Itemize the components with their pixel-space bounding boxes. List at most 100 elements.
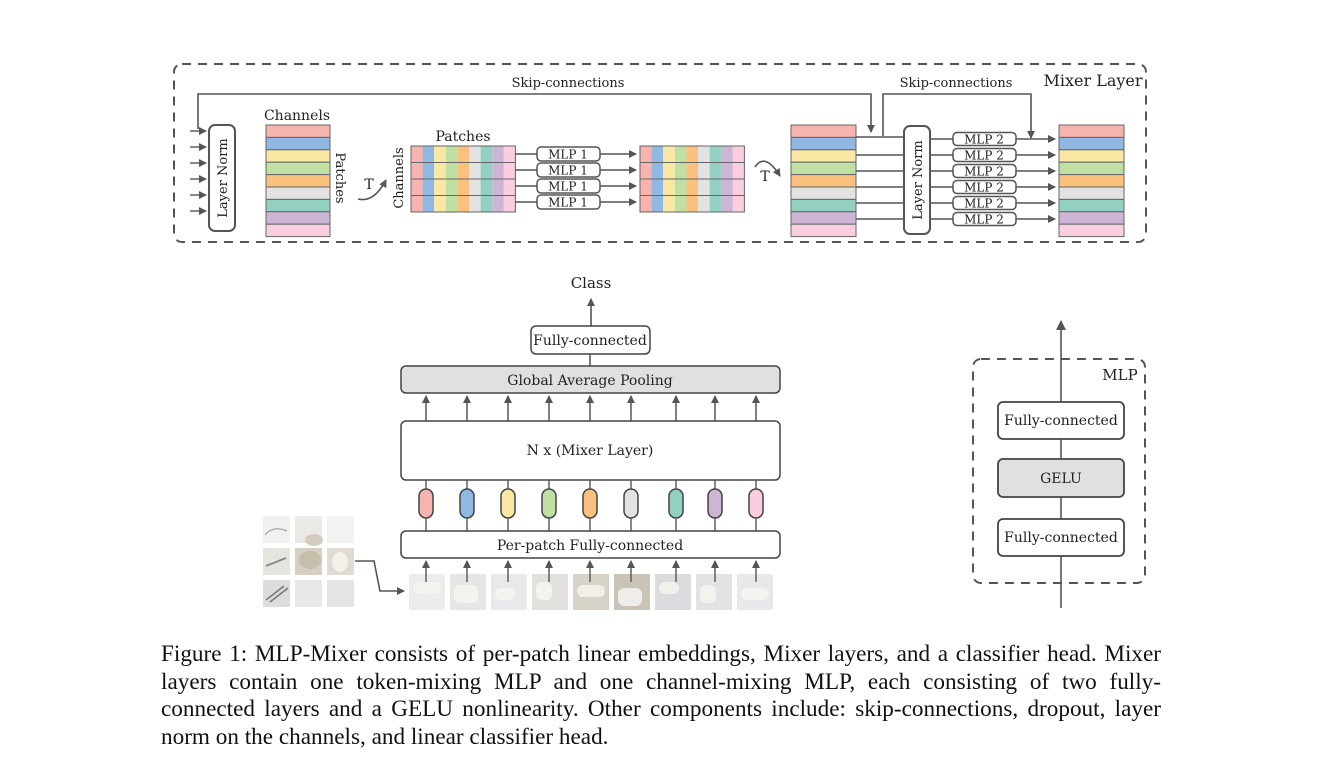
flattened-patch-content	[413, 582, 441, 594]
channels-label-rotated: Channels	[392, 147, 407, 208]
token-embedding	[500, 488, 516, 519]
table5-row	[1058, 186, 1125, 200]
input-arrows	[190, 127, 207, 215]
mlp-gelu-label: GELU	[1040, 471, 1082, 487]
global-average-pooling	[400, 365, 781, 394]
mixer-to-gap-arrows	[422, 395, 760, 421]
token-embedding	[623, 488, 639, 519]
channels-table-2	[790, 124, 857, 238]
table4-row	[790, 186, 857, 200]
channels-table-1	[265, 124, 331, 238]
flattened-patch-content	[741, 588, 769, 600]
flattened-patch-content	[454, 585, 478, 603]
table5-row	[1058, 174, 1125, 188]
mlp-title: MLP	[1102, 366, 1137, 384]
skip-connection-2-line	[882, 93, 1035, 139]
transpose-1-label: T	[364, 177, 374, 193]
per-patch-fully-connected	[400, 530, 781, 559]
figure-caption: Figure 1: MLP-Mixer consists of per-patc…	[161, 641, 1161, 750]
image-patch-1	[263, 516, 290, 543]
transpose-1-arrow	[357, 179, 387, 201]
token-embedding	[707, 488, 723, 519]
table5-row	[1058, 124, 1125, 138]
token-embeddings	[418, 480, 764, 531]
mlp-fc-top	[997, 401, 1125, 440]
mlp-block-diagram: MLP Fully-connected GELU Fully-connected	[972, 320, 1146, 608]
table1-row	[265, 174, 331, 188]
flattened-patch-content	[495, 588, 515, 600]
table4-row	[790, 211, 857, 225]
patches-label: Patches	[435, 129, 490, 145]
mlp1-label: MLP 1	[548, 196, 588, 210]
token-embedding	[668, 488, 684, 519]
table4-row	[790, 174, 857, 188]
flattened-patch-content	[577, 585, 605, 597]
table2-row-border	[410, 195, 516, 213]
layer-norm-2-inputs	[856, 136, 904, 220]
flattened-patch-content	[700, 585, 716, 603]
patches-table-1	[410, 145, 516, 213]
table5-row	[1058, 223, 1125, 238]
table1-row	[265, 161, 331, 176]
image-patch-3	[327, 516, 354, 543]
mlp2-label: MLP 2	[964, 197, 1004, 211]
mlp1-label: MLP 1	[548, 164, 588, 178]
table4-row	[790, 149, 857, 163]
token-embedding	[459, 488, 475, 519]
mixer-layer-title: Mixer Layer	[1043, 71, 1142, 90]
mlp2-label: MLP 2	[964, 181, 1004, 195]
image-patch-8	[295, 580, 322, 607]
flattened-patch-content	[536, 582, 552, 600]
fully-connected-head-label: Fully-connected	[533, 333, 647, 349]
transpose-2-label: T	[760, 169, 770, 185]
table5-row	[1058, 211, 1125, 225]
skip-connection-1-line	[197, 93, 875, 133]
mlp-mixer-figure: Mixer Layer Skip-connections Layer Norm …	[173, 63, 1147, 610]
table4-row	[790, 136, 857, 151]
skip-connection-1-label: Skip-connections	[512, 76, 625, 91]
global-average-pooling-label: Global Average Pooling	[507, 373, 672, 389]
patches-label-rotated: Patches	[332, 152, 347, 203]
table4-row	[790, 198, 857, 213]
table5-row	[1058, 149, 1125, 163]
flattened-patch-content	[659, 582, 679, 594]
token-embedding	[541, 488, 557, 519]
mlp-fc-bottom-label: Fully-connected	[1004, 530, 1118, 546]
layer-norm-1	[208, 124, 236, 232]
flattened-patch-content	[618, 588, 642, 606]
class-label: Class	[571, 274, 612, 292]
token-embedding	[582, 488, 598, 519]
mlp-gelu	[997, 458, 1125, 498]
patches-table-2	[639, 145, 745, 213]
channels-label: Channels	[264, 108, 330, 124]
mlp2-label: MLP 2	[964, 133, 1004, 147]
mlp2-label: MLP 2	[964, 165, 1004, 179]
table3-row-border	[639, 195, 745, 213]
mlp-fc-top-label: Fully-connected	[1004, 413, 1118, 429]
image-patch-9	[327, 580, 354, 607]
table5-row	[1058, 161, 1125, 176]
layer-norm-2-label: Layer Norm	[911, 140, 926, 220]
main-pipeline: Class Fully-connected Global Average Poo…	[263, 274, 781, 610]
mixer-layer-diagram: Mixer Layer Skip-connections Layer Norm …	[173, 63, 1147, 243]
transpose-2-arrow	[754, 160, 781, 177]
table1-row	[265, 149, 331, 163]
token-embedding	[418, 488, 434, 519]
flattened-patch-sequence	[409, 574, 773, 610]
table4-row	[790, 161, 857, 176]
skip-connection-2-label: Skip-connections	[900, 76, 1013, 91]
token-embedding	[748, 488, 764, 519]
mixer-layer-frame	[173, 63, 1147, 243]
mixer-layer-stack-label: N x (Mixer Layer)	[527, 443, 654, 459]
mlp-frame	[972, 358, 1146, 584]
table1-row	[265, 124, 331, 138]
table1-row	[265, 136, 331, 151]
mlp1-label: MLP 1	[548, 180, 588, 194]
per-patch-fully-connected-label: Per-patch Fully-connected	[497, 538, 683, 554]
table1-row	[265, 211, 331, 225]
mlp2-label: MLP 2	[964, 149, 1004, 163]
mlp-fc-bottom	[997, 518, 1125, 557]
table4-row	[790, 124, 857, 138]
